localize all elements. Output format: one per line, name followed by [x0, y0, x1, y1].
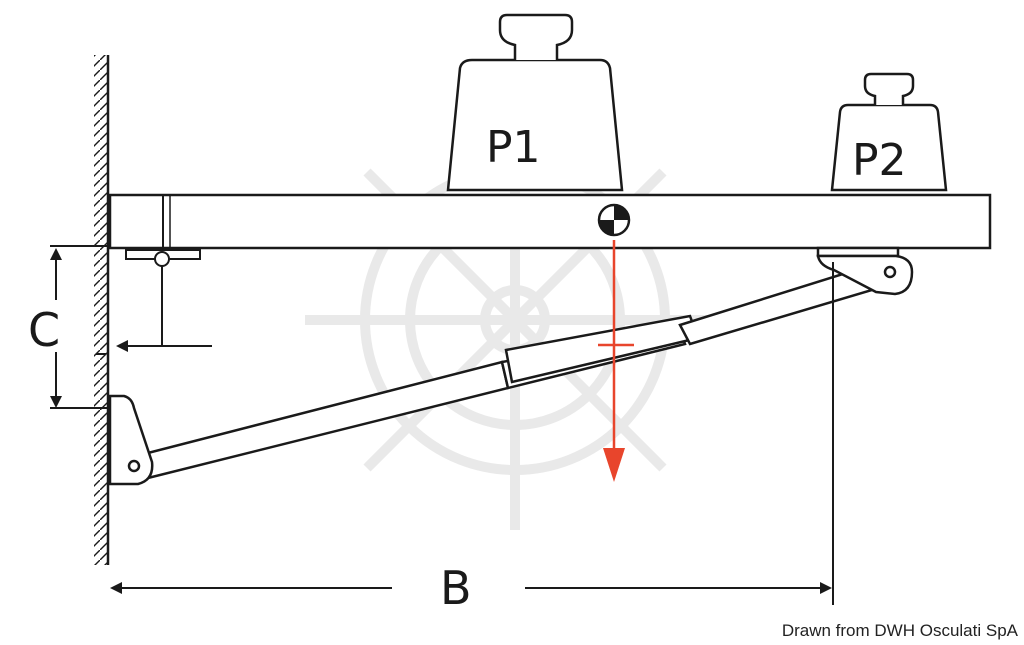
weight-p2: P2 — [830, 72, 948, 192]
dimension-b — [110, 262, 834, 605]
top-mount — [816, 246, 914, 296]
dimension-b-label: B — [440, 561, 472, 615]
dimension-c-label: C — [28, 303, 60, 357]
top-hinge — [125, 249, 201, 346]
gas-strut — [138, 266, 874, 480]
bottom-mount — [108, 394, 154, 486]
weight-p1: P1 — [446, 13, 624, 192]
weight-p2-label: P2 — [852, 135, 907, 186]
wall-hatch-icon — [94, 55, 108, 565]
force-arrow — [598, 240, 634, 482]
center-of-mass-icon — [597, 203, 631, 237]
dimension-c — [50, 245, 212, 409]
plank — [108, 193, 992, 250]
credit-text: Drawn from DWH Osculati SpA — [781, 621, 1018, 640]
wall — [94, 55, 110, 565]
weight-p1-label: P1 — [486, 122, 541, 173]
